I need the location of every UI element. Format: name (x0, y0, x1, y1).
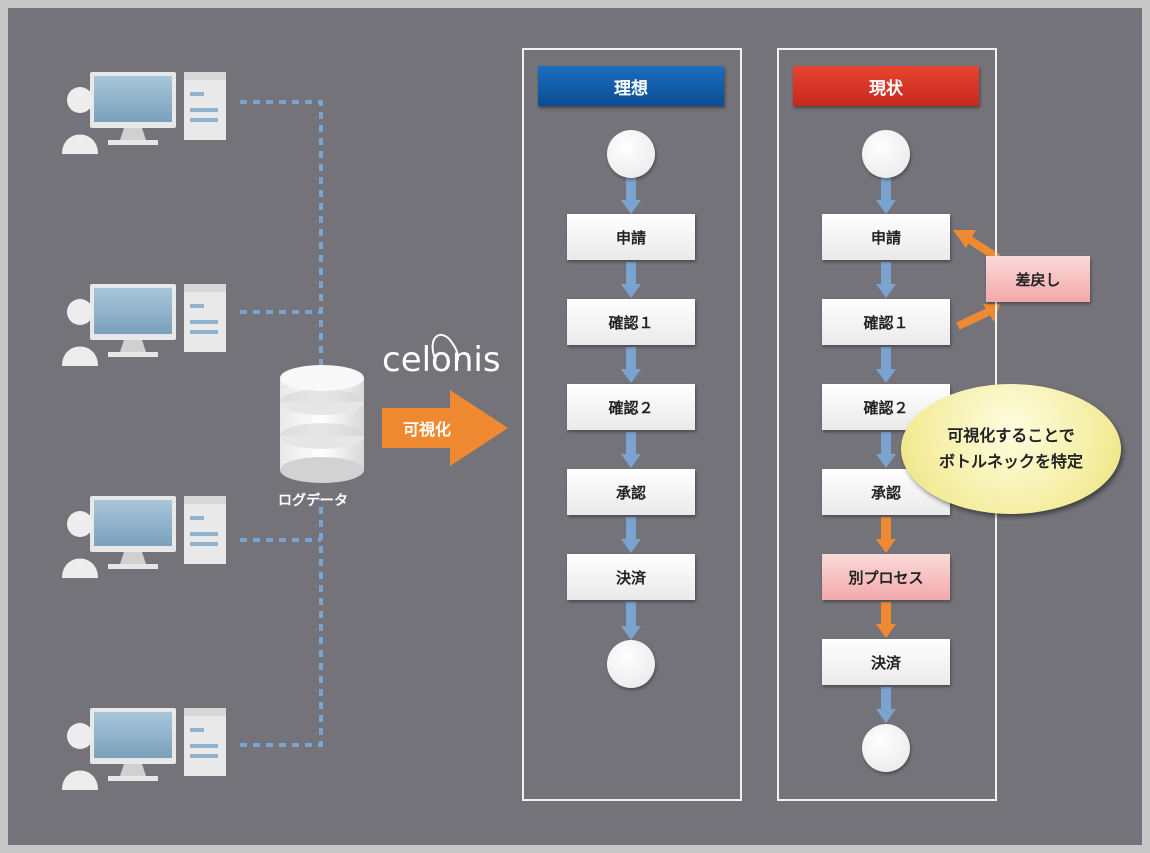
workstation-icon-3 (62, 496, 226, 578)
current-flow-arrows (876, 178, 1001, 723)
database-label: ログデータ (278, 493, 348, 509)
ideal-flow-arrows (621, 178, 641, 640)
current-step-2: 確認１ (822, 299, 950, 345)
ideal-step-5: 決済 (567, 554, 695, 600)
ideal-step-4: 承認 (567, 469, 695, 515)
ideal-start-node (607, 130, 655, 178)
callout-line-1: 可視化することで (947, 426, 1075, 445)
diagram-canvas: celonis ログデータ 可視化 理想 申請 確認１ 確認２ 承認 決済 現状… (8, 8, 1142, 845)
current-step-1: 申請 (822, 214, 950, 260)
database-icon (280, 365, 364, 483)
ideal-column-title: 理想 (538, 66, 724, 106)
ideal-step-3: 確認２ (567, 384, 695, 430)
celonis-logo-swoosh-icon (431, 333, 459, 365)
workstation-icon-4 (62, 708, 226, 790)
ideal-column-frame (522, 48, 742, 801)
ideal-end-node (607, 640, 655, 688)
ideal-step-2: 確認１ (567, 299, 695, 345)
current-start-node (862, 130, 910, 178)
celonis-logo: celonis (382, 340, 501, 380)
visualize-arrow-shape (382, 390, 508, 466)
current-column-title: 現状 (793, 66, 979, 106)
visualize-arrow-label: 可視化 (403, 420, 452, 439)
callout-line-2: ボトルネックを特定 (938, 452, 1083, 471)
current-step-5-other-process: 別プロセス (822, 554, 950, 600)
rework-box: 差戻し (986, 256, 1090, 302)
diagram-graphics (62, 72, 1001, 790)
dotted-connectors (240, 100, 323, 747)
current-step-6: 決済 (822, 639, 950, 685)
workstation-icon-2 (62, 284, 226, 366)
workstation-icon-1 (62, 72, 226, 154)
ideal-step-1: 申請 (567, 214, 695, 260)
current-end-node (862, 724, 910, 772)
bottleneck-callout: 可視化することで ボトルネックを特定 (901, 384, 1121, 514)
